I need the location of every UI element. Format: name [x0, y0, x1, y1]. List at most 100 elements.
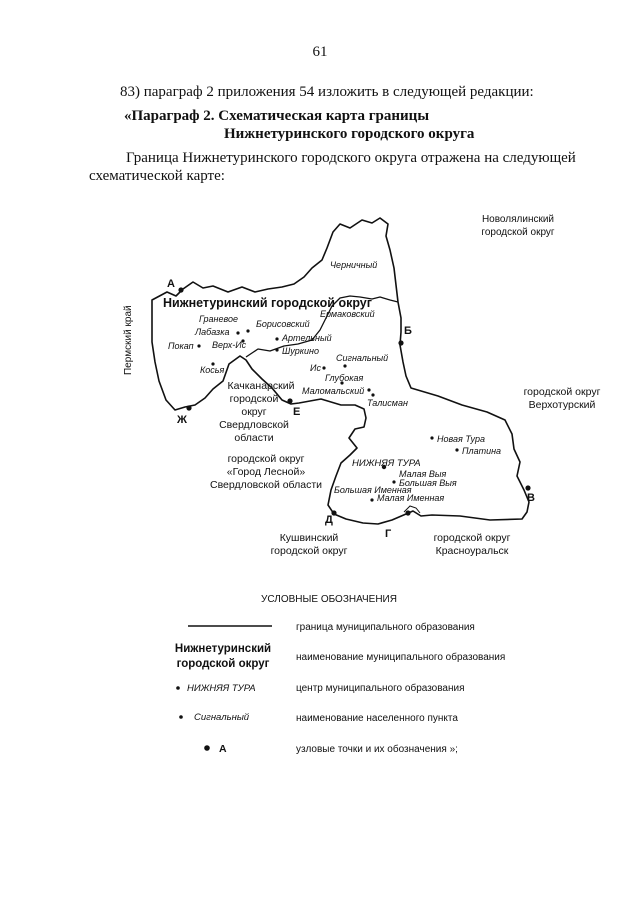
- settlement-is: Ис: [310, 363, 321, 373]
- legend-settlement-sample: Сигнальный: [194, 712, 250, 723]
- heading-line-1: «Параграф 2. Схематическая карта границы: [124, 108, 430, 124]
- settlement-dot: [275, 348, 279, 352]
- settlement-novaya-tura: Новая Тура: [437, 434, 485, 444]
- svg-text:Качканарский: Качканарский: [228, 380, 295, 392]
- settlement-dot: [322, 366, 326, 370]
- paragraph-line-2: схематической карте:: [89, 168, 225, 184]
- svg-text:Новолялинский: Новолялинский: [482, 214, 554, 225]
- settlement-dot: [197, 344, 201, 348]
- svg-text:городской округ: городской округ: [228, 453, 305, 465]
- legend-title: УСЛОВНЫЕ ОБОЗНАЧЕНИЯ: [261, 594, 397, 605]
- settlement-glubokaya: Глубокая: [325, 373, 363, 383]
- legend-node-dot: [204, 745, 210, 751]
- neighbor-kushva: Кушвинский городской округ: [271, 532, 348, 557]
- legend-boundary-desc: граница муниципального образования: [296, 621, 475, 633]
- svg-text:городской округ: городской округ: [271, 545, 348, 557]
- legend-center-sample: НИЖНЯЯ ТУРА: [187, 683, 256, 694]
- page-number: 61: [312, 44, 328, 60]
- settlement-granevoe: Граневое: [199, 314, 238, 324]
- center-name: НИЖНЯЯ ТУРА: [352, 458, 421, 469]
- settlement-dot: [455, 448, 459, 452]
- settlement-dot: [241, 339, 245, 343]
- svg-text:городской округ: городской округ: [434, 532, 511, 544]
- legend-settlement-desc: наименование населенного пункта: [296, 713, 458, 724]
- settlement-dot: [343, 364, 347, 368]
- legend-center-desc: центр муниципального образования: [296, 682, 465, 694]
- svg-text:«Город Лесной»: «Город Лесной»: [227, 466, 306, 478]
- settlement-ermakovsky: Ермаковский: [320, 309, 375, 319]
- settlement-bolshaya-vya: Большая Выя: [399, 478, 457, 488]
- intro-line: 83) параграф 2 приложения 54 изложить в …: [120, 84, 534, 100]
- svg-text:городской округ: городской округ: [481, 227, 555, 238]
- settlement-borisovsky: Борисовский: [256, 319, 310, 329]
- settlement-talisman: Талисман: [367, 398, 408, 408]
- svg-text:округ: округ: [241, 406, 266, 418]
- settlement-chernichny: Черничный: [330, 260, 377, 270]
- settlement-pokap: Покап: [168, 341, 194, 351]
- node-label-g: Г: [385, 528, 392, 540]
- svg-text:Верхотурский: Верхотурский: [529, 399, 596, 411]
- center-dot: [381, 464, 387, 470]
- municipality-name: Нижнетуринский городской округ: [163, 296, 372, 310]
- settlement-signalny: Сигнальный: [336, 353, 388, 363]
- municipality-boundary: [151, 217, 530, 525]
- settlement-dot: [275, 337, 279, 341]
- neighbor-kachkanar: Качканарский городской округ Свердловско…: [219, 380, 294, 444]
- svg-text:области: области: [234, 432, 273, 444]
- settlement-dot: [236, 331, 240, 335]
- node-point-b: [398, 340, 404, 346]
- settlement-malaya-vya: Малая Выя: [399, 469, 447, 479]
- neighbor-lesnoy: городской округ «Город Лесной» Свердловс…: [210, 453, 322, 491]
- settlement-verkh-is: Верх-Ис: [212, 340, 247, 350]
- legend-center-dot: [176, 686, 180, 690]
- settlement-malomalsky: Маломальский: [302, 386, 364, 396]
- node-label-d: Д: [325, 514, 333, 526]
- node-point-g: [405, 510, 411, 516]
- node-point-a: [178, 287, 184, 293]
- legend-node-sample: А: [219, 743, 227, 755]
- settlement-bolshaya-imennaya: Большая Именная: [334, 485, 412, 495]
- node-point-d: [331, 510, 337, 516]
- node-label-a: А: [167, 278, 175, 290]
- settlement-shurkino: Шуркино: [282, 346, 319, 356]
- settlement-labazka: Лабазка: [194, 327, 229, 337]
- legend-settlement-dot: [179, 715, 183, 719]
- settlement-artelny: Артельный: [281, 333, 332, 343]
- svg-text:городской округ: городской округ: [524, 386, 601, 398]
- heading-line-2: Нижнетуринского городского округа: [224, 126, 475, 142]
- legend-name-desc: наименование муниципального образования: [296, 651, 505, 663]
- node-point-e: [287, 398, 293, 404]
- settlement-dot: [246, 329, 250, 333]
- svg-text:Свердловской: Свердловской: [219, 419, 289, 431]
- legend-name-sample-1: Нижнетуринский: [175, 643, 271, 655]
- settlement-dot: [371, 393, 375, 397]
- settlement-dot: [340, 381, 344, 385]
- settlement-dot: [430, 436, 434, 440]
- neighbor-perm: Пермский край: [123, 305, 134, 375]
- svg-text:городской: городской: [230, 393, 279, 405]
- node-label-b: Б: [404, 325, 412, 337]
- node-label-e: Е: [293, 406, 300, 418]
- node-point-v: [525, 485, 531, 491]
- neighbor-krasnouralsk: городской округ Красноуральск: [434, 532, 511, 557]
- settlement-platina: Платина: [462, 446, 501, 456]
- legend-name-sample-2: городской округ: [177, 658, 270, 670]
- svg-text:Кушвинский: Кушвинский: [280, 532, 339, 544]
- settlement-dot: [370, 498, 374, 502]
- river-notch: [403, 505, 421, 514]
- node-label-zh: Ж: [176, 414, 187, 426]
- settlement-dot: [392, 480, 396, 484]
- svg-text:Красноуральск: Красноуральск: [436, 545, 509, 557]
- settlement-dot: [211, 362, 215, 366]
- settlement-malaya-imennaya: Малая Именная: [377, 493, 444, 503]
- neighbor-verkhoturye: городской округ Верхотурский: [524, 386, 601, 411]
- settlement-kosya: Косья: [200, 365, 225, 375]
- node-point-zh: [186, 405, 192, 411]
- neighbor-novolyalinsky: Новолялинский городской округ: [481, 214, 555, 238]
- svg-text:Свердловской области: Свердловской области: [210, 479, 322, 491]
- legend-node-desc: узловые точки и их обозначения »;: [296, 743, 458, 755]
- paragraph-line-1: Граница Нижнетуринского городского округ…: [126, 150, 576, 166]
- node-label-v: В: [527, 492, 535, 504]
- settlement-dot: [367, 388, 371, 392]
